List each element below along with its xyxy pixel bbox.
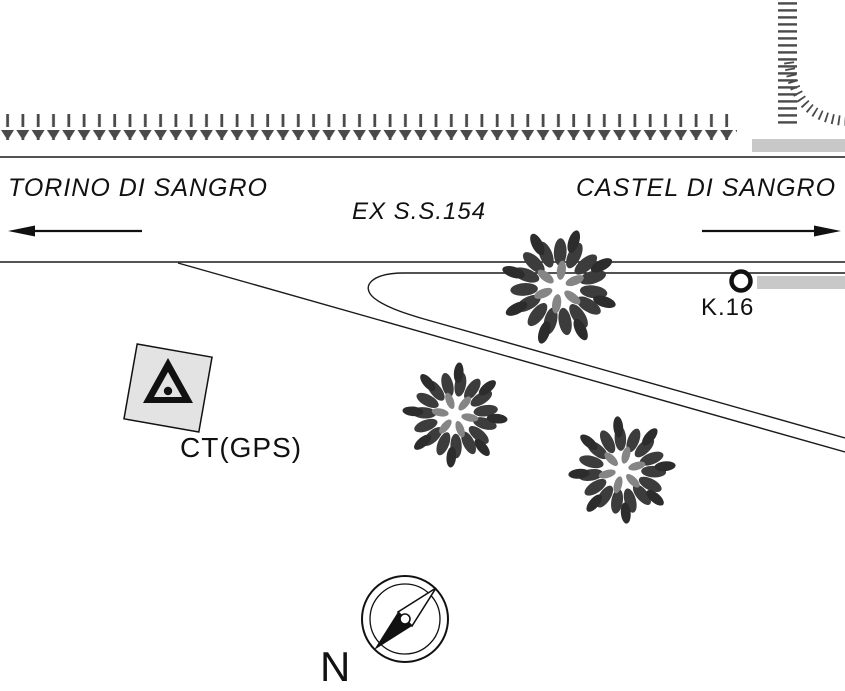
label-survey-point: CT(GPS) xyxy=(180,432,303,463)
kilometer-post-circle xyxy=(729,269,753,293)
triangulation-station-icon xyxy=(123,343,213,433)
label-km-marker: K.16 xyxy=(701,294,755,321)
branch-road-edge-upper xyxy=(367,272,845,439)
track-curve-hatching xyxy=(784,61,845,126)
compass-rose-icon xyxy=(361,575,449,663)
right-direction-arrow xyxy=(702,225,841,237)
railway-embankment-hatching xyxy=(0,114,737,140)
left-direction-arrow xyxy=(8,225,142,237)
label-destination-right: CASTEL DI SANGRO xyxy=(576,174,837,202)
tree-icon xyxy=(556,404,688,536)
label-road-name: EX S.S.154 xyxy=(352,198,487,225)
platform-bar-km xyxy=(757,276,845,289)
tree-icon xyxy=(492,220,626,354)
branch-road-edge-lower xyxy=(177,262,845,453)
road-lines xyxy=(0,261,845,453)
label-destination-left: TORINO DI SANGRO xyxy=(8,174,269,202)
platform-bar-top xyxy=(752,139,845,152)
label-compass-north: N xyxy=(320,643,352,690)
tree-icon xyxy=(381,341,530,490)
